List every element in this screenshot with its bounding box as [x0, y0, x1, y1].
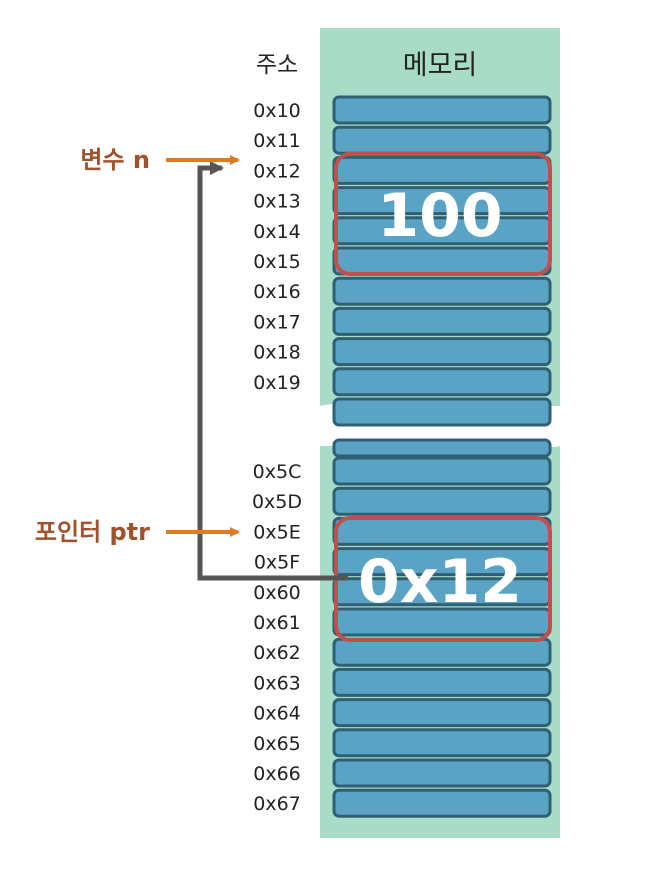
- memory-cell: [332, 486, 552, 516]
- address-label: 0x10: [253, 100, 301, 122]
- address-label: 0x14: [253, 221, 301, 243]
- memory-cell: [332, 306, 552, 336]
- memory-cell-partial: [332, 438, 552, 458]
- ptr-value: 0x12: [358, 547, 522, 617]
- address-label: 0x5F: [254, 552, 300, 574]
- memory-cells-top: [332, 95, 552, 427]
- memory-cell: [332, 367, 552, 397]
- memory-cell: [332, 456, 552, 486]
- address-label: 0x13: [253, 191, 301, 213]
- pointer-arrow: [197, 161, 348, 581]
- memory-cell: [332, 758, 552, 788]
- variable-n-label: 변수 n: [80, 146, 150, 174]
- address-label: 0x18: [253, 342, 301, 364]
- memory-cell: [332, 637, 552, 667]
- memory-cell: [332, 397, 552, 427]
- address-label: 0x16: [253, 281, 301, 303]
- address-label: 0x5C: [253, 461, 302, 483]
- address-label: 0x15: [253, 251, 301, 273]
- address-label: 0x62: [253, 642, 301, 664]
- address-label: 0x61: [253, 612, 301, 634]
- address-label: 0x67: [253, 793, 301, 815]
- address-list-top: 0x10 0x11 0x12 0x13 0x14 0x15 0x16 0x17 0x18 0x19: [253, 100, 301, 394]
- n-value: 100: [377, 181, 502, 251]
- address-label: 0x19: [253, 372, 301, 394]
- memory-cells-bottom: [332, 438, 552, 818]
- address-header: 주소: [256, 52, 298, 78]
- address-list-bottom: 0x5C 0x5D 0x5E 0x5F 0x60 0x61 0x62 0x63 0x64 0x65…: [252, 461, 302, 815]
- memory-cell: [332, 698, 552, 728]
- memory-cell: [332, 95, 552, 125]
- address-label: 0x66: [253, 763, 301, 785]
- memory-cell: [332, 246, 552, 276]
- memory-cell: [332, 337, 552, 367]
- n-value-highlight: [334, 152, 552, 276]
- memory-header: 메모리: [403, 50, 478, 81]
- address-label: 0x5D: [252, 491, 302, 513]
- memory-cell: [332, 667, 552, 697]
- memory-cell: [332, 516, 552, 546]
- address-label: 0x60: [253, 582, 301, 604]
- memory-cell: [332, 125, 552, 155]
- address-label: 0x5E: [253, 521, 300, 543]
- address-label: 0x12: [253, 160, 301, 182]
- address-label: 0x17: [253, 311, 301, 333]
- address-label: 0x63: [253, 672, 301, 694]
- address-label: 0x65: [253, 733, 301, 755]
- memory-cell: [332, 155, 552, 185]
- memory-cell: [332, 276, 552, 306]
- pointer-ptr-label: 포인터 ptr: [35, 518, 150, 546]
- memory-cell: [332, 788, 552, 818]
- address-label: 0x64: [253, 703, 301, 725]
- address-label: 0x11: [253, 130, 301, 152]
- memory-cell: [332, 728, 552, 758]
